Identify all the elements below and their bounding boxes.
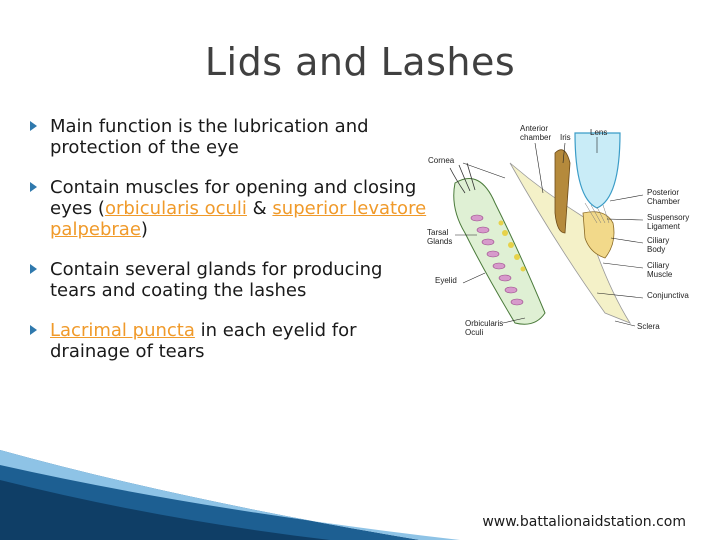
label-iris: Iris: [560, 133, 571, 142]
bullet-arrow-icon: [30, 121, 37, 131]
footer-url: www.battalionaidstation.com: [482, 514, 686, 530]
bullet-text: in each eyelid for drainage of tears: [50, 320, 357, 362]
ciliary-body-shape: [582, 211, 615, 259]
bullet-text: Contain several glands for producing tea…: [50, 259, 383, 301]
lens-shape: [574, 132, 621, 209]
bullet-arrow-icon: [30, 182, 37, 192]
label-posterior-chamber: Chamber: [647, 197, 680, 206]
label-body: Body: [647, 245, 665, 254]
bullet-text: Main function is the lubrication and pro…: [50, 116, 369, 158]
leader-lines: [455, 137, 644, 327]
label-sclera: Sclera: [637, 322, 660, 331]
label-tarsal: Tarsal: [427, 228, 449, 237]
bullet-text: &: [246, 198, 273, 219]
slide-title: Lids and Lashes: [204, 40, 516, 84]
orbicularis-oculi-fibers: [498, 220, 526, 272]
bullet-item: Lacrimal puncta in each eyelid for drain…: [30, 320, 430, 362]
bullet-arrow-icon: [30, 264, 37, 274]
decorative-wave: [0, 450, 460, 540]
label-ciliary-muscle: Ciliary: [647, 261, 669, 270]
label-lens: Lens: [590, 128, 607, 137]
label-anterior: Anterior: [520, 124, 548, 133]
label-muscle: Muscle: [647, 270, 673, 279]
bullet-text: ): [140, 219, 148, 240]
superior-levatore-palpebrae-link[interactable]: superior levatore palpebrae: [50, 198, 427, 240]
label-orbicularis: Orbicularis: [465, 319, 503, 328]
eyelid-anatomy-diagram: Anterior chamber Iris Lens Cornea Poster…: [427, 124, 689, 337]
sclera-shape: [509, 162, 631, 324]
orbicularis-oculi-link[interactable]: orbicularis oculi: [104, 198, 247, 219]
label-eyelid: Eyelid: [435, 276, 457, 285]
label-ciliary-body: Ciliary: [647, 236, 669, 245]
label-oculi: Oculi: [465, 328, 483, 337]
label-suspensory: Suspensory: [647, 213, 689, 222]
lacrimal-puncta-link[interactable]: Lacrimal puncta: [50, 320, 195, 341]
bullet-item: Contain muscles for opening and closing …: [30, 177, 430, 240]
bullet-item: Main function is the lubrication and pro…: [30, 116, 430, 158]
iris-shape: [554, 149, 571, 234]
label-cornea: Cornea: [428, 156, 455, 165]
bullet-arrow-icon: [30, 325, 37, 335]
label-ligament: Ligament: [647, 222, 681, 231]
bullet-item: Contain several glands for producing tea…: [30, 259, 430, 301]
label-chamber: chamber: [520, 133, 551, 142]
bullet-list: Main function is the lubrication and pro…: [30, 116, 430, 381]
label-glands: Glands: [427, 237, 452, 246]
suspensory-ligament: [584, 202, 610, 224]
tarsal-glands: [470, 214, 524, 306]
label-conjunctiva: Conjunctiva: [647, 291, 689, 300]
label-posterior: Posterior: [647, 188, 679, 197]
bullet-text: Contain muscles for opening and closing …: [50, 177, 417, 219]
